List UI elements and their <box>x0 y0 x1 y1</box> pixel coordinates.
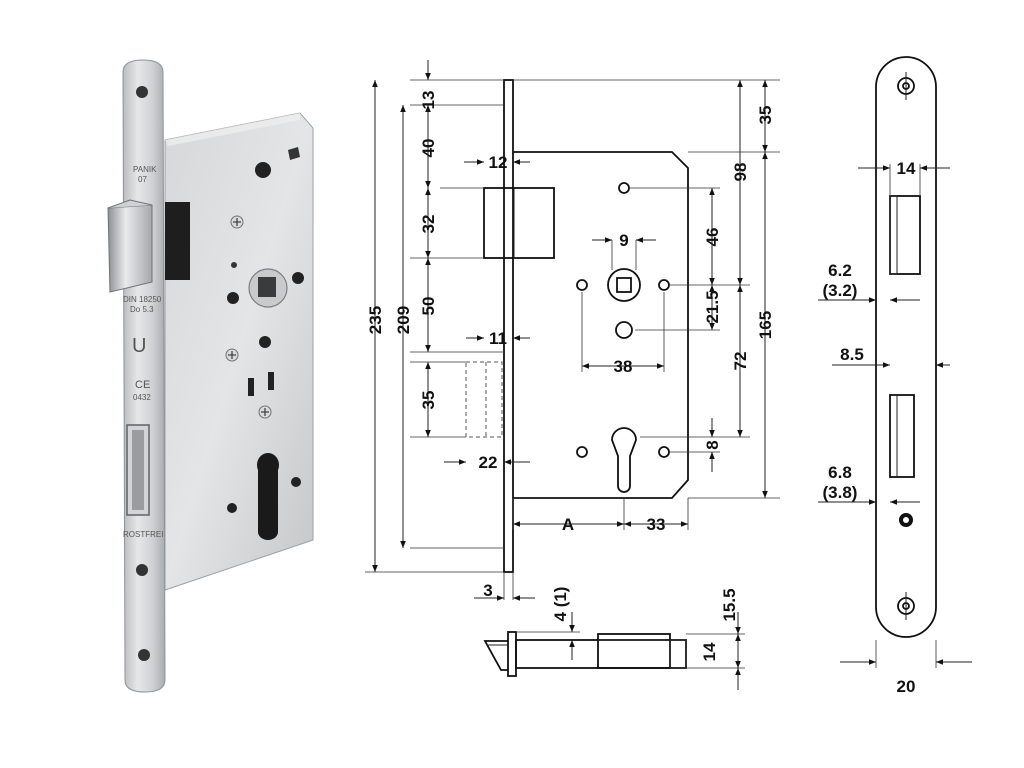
front-view-drawing: 13 40 12 32 9 46 98 35 235 209 50 21.5 1… <box>365 60 780 601</box>
front-deadbolt-hidden <box>465 361 503 438</box>
engraving-ce: CE <box>135 379 150 391</box>
dim-98: 98 <box>731 163 750 182</box>
bottom-latch <box>483 640 508 671</box>
front-case <box>513 151 689 499</box>
dim-35: 35 <box>419 391 438 410</box>
dim-38: 38 <box>614 357 633 376</box>
dim-165: 165 <box>756 311 775 339</box>
engraving-rostfrei: ROSTFREI <box>123 530 163 539</box>
dim-50: 50 <box>419 297 438 316</box>
engraving-panik: PANIK <box>133 165 157 174</box>
dim-8-5: 8.5 <box>840 345 864 364</box>
lock-photo: PANIK 07 DIN 18250 Do 5.3 U CE 0432 ROST… <box>107 59 314 693</box>
dim-15-5: 15.5 <box>720 588 739 621</box>
photo-faceplate <box>122 59 166 693</box>
dim-22: 22 <box>479 453 498 472</box>
screw-icon <box>230 215 244 229</box>
faceplate-outline <box>875 56 937 638</box>
dim-12: 12 <box>489 153 508 172</box>
dim-14-face: 14 <box>897 159 916 178</box>
dim-21-5: 21.5 <box>703 290 722 323</box>
dim-4-1: 4 (1) <box>551 587 570 622</box>
dim-235: 235 <box>366 306 385 334</box>
dim-6-8: 6.8 <box>828 463 852 482</box>
cylinder-cutout <box>257 453 279 540</box>
follower-square <box>258 277 276 297</box>
bottom-case <box>515 639 687 669</box>
screw-icon <box>258 405 272 419</box>
screw-icon <box>225 348 239 362</box>
dim-46: 46 <box>703 228 722 247</box>
dim-72: 72 <box>731 352 750 371</box>
dim-209: 209 <box>394 306 413 334</box>
engraving-ce-number: 0432 <box>133 393 151 402</box>
latch-bolt <box>107 204 153 293</box>
lock-case <box>164 112 314 591</box>
dim-33: 33 <box>647 515 666 534</box>
dim-6-2: 6.2 <box>828 261 852 280</box>
dim-11: 11 <box>489 329 507 348</box>
faceplate-deadbolt <box>889 394 915 478</box>
faceplate-latch <box>889 195 921 275</box>
bottom-view-drawing: 3 4 (1) 15.5 14 <box>483 581 745 690</box>
engraving-u-mark: U <box>132 335 146 357</box>
dim-40: 40 <box>419 139 438 158</box>
front-cylinder-profile <box>611 427 637 493</box>
dim-3: 3 <box>483 581 492 600</box>
bottom-faceplate <box>507 631 517 677</box>
dim-20: 20 <box>897 677 916 696</box>
engraving-din: DIN 18250 <box>123 295 162 304</box>
front-faceplate <box>503 79 514 573</box>
dim-13: 13 <box>419 91 438 110</box>
dim-a: A <box>562 515 574 534</box>
engraving-do: Do 5.3 <box>130 305 154 314</box>
front-latch <box>483 187 555 259</box>
dim-32: 32 <box>419 215 438 234</box>
engraving-model: 07 <box>138 175 147 184</box>
dim-8: 8 <box>703 440 722 449</box>
dim-35-top: 35 <box>756 106 775 125</box>
dim-3-8: (3.8) <box>823 483 858 502</box>
faceplate-view-drawing: 14 6.2 (3.2) 8.5 6.8 (3.8) 20 <box>818 56 972 696</box>
dim-14-bottom: 14 <box>700 642 719 661</box>
dim-3-2: (3.2) <box>823 281 858 300</box>
dim-9: 9 <box>619 231 628 250</box>
